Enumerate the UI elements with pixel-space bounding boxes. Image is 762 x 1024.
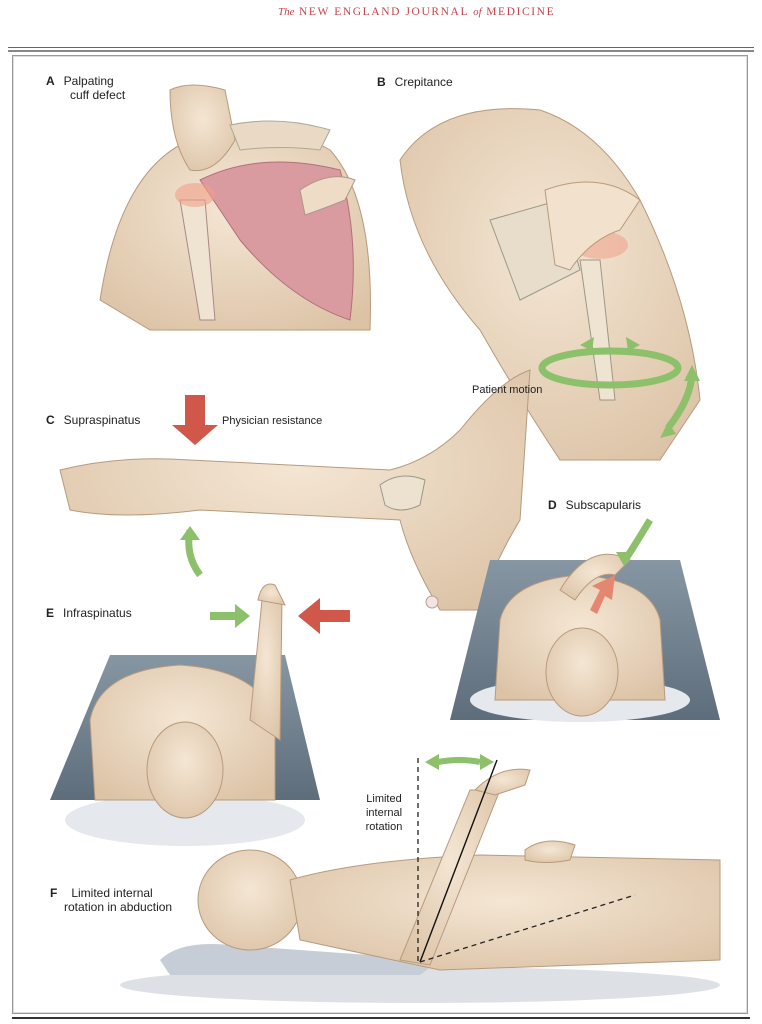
forearm-angle-line <box>419 759 498 963</box>
journal-masthead: The NEW ENGLAND JOURNAL of MEDICINE <box>278 6 588 18</box>
green-arrowhead-icon <box>580 337 594 351</box>
masthead-of: of <box>473 6 482 18</box>
green-right-arrow-icon <box>210 604 250 628</box>
green-arrow-icon <box>616 552 634 566</box>
panel-a-shoulder <box>99 84 371 331</box>
red-left-arrow-icon <box>298 598 350 634</box>
panel-d-patient <box>450 518 720 722</box>
patient-motion-arrows <box>538 337 700 438</box>
header-rule-thick <box>8 50 754 52</box>
green-arrowhead-icon <box>626 337 640 351</box>
physician-resistance-label: Physician resistance <box>222 415 323 427</box>
footer-rule <box>12 1017 750 1019</box>
panel-c-arm <box>59 369 531 611</box>
masthead-name: NEW ENGLAND JOURNAL <box>298 6 469 18</box>
panel-f-label-line2: rotation in abduction <box>64 900 173 914</box>
red-arrow-icon <box>590 575 615 614</box>
panel-f-patient <box>120 754 721 1003</box>
patient-motion-label: Patient motion <box>472 384 543 396</box>
panel-e-patient <box>50 583 350 846</box>
red-down-arrow-icon <box>172 395 218 445</box>
header-rule <box>8 47 754 48</box>
green-up-arrow-icon <box>180 526 200 540</box>
panel-b-shoulder <box>399 108 701 461</box>
masthead-name-2: MEDICINE <box>486 6 556 18</box>
horizontal-reference-line <box>419 894 636 963</box>
masthead-the: The <box>278 6 295 18</box>
panel-a-label-line2: cuff defect <box>70 88 126 102</box>
green-double-arrow-icon <box>425 754 439 770</box>
